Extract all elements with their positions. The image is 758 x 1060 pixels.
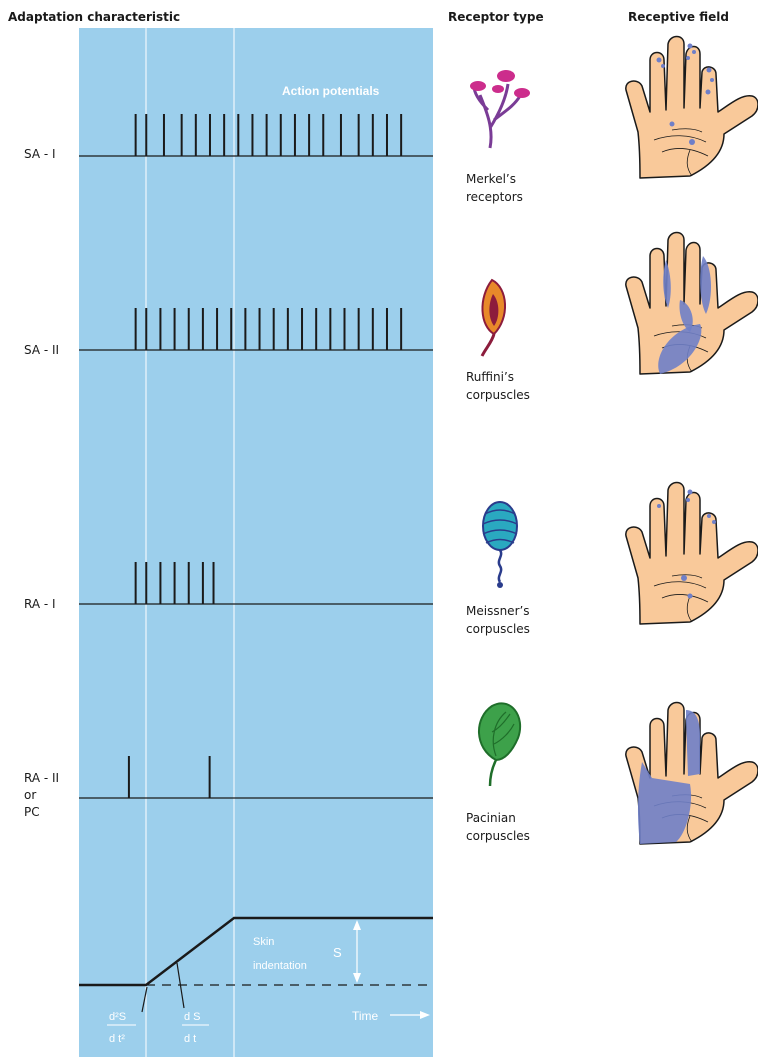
action-potentials-label: Action potentials <box>282 84 380 98</box>
ds-numerator: d S <box>184 1011 201 1023</box>
meissner-corpuscle-icon <box>483 502 517 588</box>
ruffini-corpuscle-icon <box>482 280 505 356</box>
adaptation-panel <box>79 28 433 1057</box>
d2s-denominator: d t² <box>109 1033 125 1045</box>
pacinian-corpuscle-icon <box>479 703 520 786</box>
ds-denominator: d t <box>184 1033 196 1045</box>
s-label: S <box>333 945 342 960</box>
skin-label-2: indentation <box>253 960 307 972</box>
time-label: Time <box>352 1009 379 1023</box>
receptive-field-ruffini <box>626 233 758 375</box>
d2s-numerator: d²S <box>109 1011 126 1023</box>
merkel-receptor-icon <box>470 70 530 148</box>
receptive-field-meissner <box>626 483 758 625</box>
skin-label-1: Skin <box>253 936 274 948</box>
receptive-field-pacinian <box>626 703 758 845</box>
receptive-field-merkel <box>626 37 758 179</box>
